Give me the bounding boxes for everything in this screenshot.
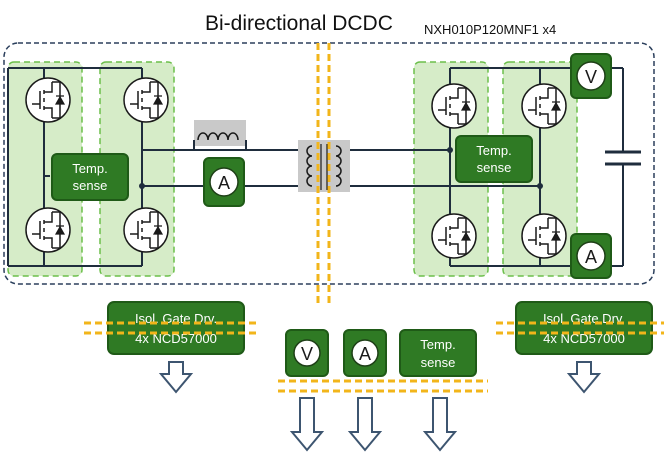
ammeter-output-symbol: A [585,247,597,267]
ammeter-ac-link: A [203,157,245,207]
ammeter-isolated-symbol: A [359,344,371,364]
mosfet-icon [25,207,71,253]
ammeter-ac-link-symbol: A [218,173,230,193]
temp-sense-isolated-box [399,329,477,377]
transformer-icon [298,140,350,192]
junction-dots [139,147,543,189]
inductor-icon [193,120,247,150]
voltmeter-output: V [570,53,612,99]
sensor-row: V A Temp. sense [278,329,488,393]
part-number-label: NXH010P120MNF1 x4 [424,22,556,37]
mosfet-icon [123,77,169,123]
down-arrow-icon [566,361,602,394]
mosfet-group [25,77,567,259]
mosfet-icon [25,77,71,123]
down-arrow-icon [422,397,458,452]
voltmeter-output-symbol: V [585,67,597,87]
mosfet-icon [431,83,477,129]
gate-driver-right-line2: 4x NCD57000 [543,331,625,346]
temp-sense-isolated-line2: sense [421,355,456,370]
temp-sense-left: Temp. sense [51,153,129,201]
temp-sense-right: Temp. sense [455,135,533,183]
gate-driver-left-line2: 4x NCD57000 [135,331,217,346]
mosfet-icon [123,207,169,253]
mosfet-icon [521,83,567,129]
down-arrow-icon [158,361,194,394]
temp-sense-right-line1: Temp. [476,143,511,158]
gate-driver-right: Isol. Gate Drv. 4x NCD57000 [496,301,664,355]
output-arrows [158,361,602,452]
down-arrow-icon [347,397,383,452]
diagram-title: Bi-directional DCDC [205,12,393,35]
mosfet-icon [521,213,567,259]
temp-sense-left-line1: Temp. [72,161,107,176]
temp-sense-left-line2: sense [73,178,108,193]
mosfet-icon [431,213,477,259]
gate-driver-left: Isol. Gate Drv. 4x NCD57000 [84,301,258,355]
temp-sense-right-line2: sense [477,160,512,175]
voltmeter-isolated-symbol: V [301,344,313,364]
ammeter-output: A [570,233,612,279]
temp-sense-isolated-line1: Temp. [420,337,455,352]
down-arrow-icon [289,397,325,452]
